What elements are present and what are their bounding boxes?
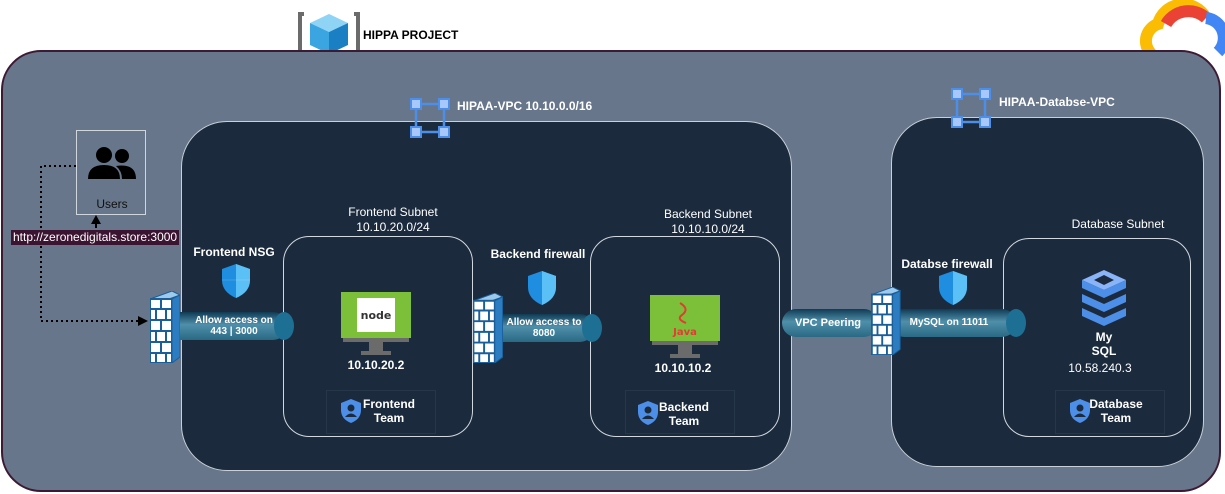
shield-icon	[937, 270, 969, 306]
team-shield-icon	[340, 398, 362, 424]
vpc-main-title: HIPAA-VPC 10.10.0.0/16	[457, 99, 593, 113]
database-ip: 10.58.240.3	[1068, 361, 1132, 375]
frontend-subnet-name: Frontend Subnet	[348, 205, 438, 219]
svg-text:Java: Java	[672, 327, 697, 338]
backend-firewall-pipe-end	[582, 314, 602, 342]
svg-text:node: node	[361, 309, 392, 322]
backend-team-label: Backend Team	[658, 400, 710, 428]
vpc-icon	[410, 98, 450, 138]
node-js-logo: node	[341, 292, 411, 356]
frontend-nsg-pipe	[165, 312, 287, 340]
project-cube-icon	[298, 8, 360, 62]
db-firewall-label: Databse firewall	[901, 257, 993, 271]
frontend-nsg-pipe-end	[274, 312, 294, 340]
firewall-icon	[148, 290, 182, 364]
backend-firewall-label: Backend firewall	[490, 247, 586, 261]
users-url[interactable]: http://zeronedigitals.store:3000	[11, 230, 180, 245]
frontend-subnet-cidr: 10.10.20.0/24	[356, 220, 430, 234]
frontend-nsg-pipe-text: Allow access on 443 | 3000	[195, 315, 273, 337]
db-firewall-pipe-text: MySQL on 11011	[909, 317, 989, 328]
frontend-nsg-label: Frontend NSG	[193, 245, 275, 259]
vpc-peering-pipe	[782, 309, 878, 337]
google-cloud-logo	[1136, 0, 1225, 64]
team-shield-icon	[1069, 398, 1091, 424]
frontend-ip: 10.10.20.2	[347, 358, 405, 372]
connector-lines	[0, 0, 200, 340]
firewall-icon	[472, 292, 504, 364]
db-firewall-pipe	[890, 309, 1016, 337]
project-title: HIPPA PROJECT	[363, 28, 459, 42]
frontend-team-label: Frontend Team	[363, 397, 415, 425]
database-team-label: Database Team	[1089, 397, 1143, 425]
backend-firewall-pipe	[488, 314, 594, 342]
firewall-icon	[870, 286, 902, 356]
database-icon	[1080, 270, 1128, 328]
team-shield-icon	[637, 400, 659, 426]
shield-icon	[526, 270, 558, 306]
db-firewall-pipe-end	[1006, 309, 1026, 337]
database-subnet-name: Database Subnet	[1071, 217, 1165, 231]
java-logo: Java	[650, 295, 720, 359]
database-team: Database Team	[1055, 390, 1165, 434]
users-box[interactable]: Users	[76, 130, 146, 215]
database-name: My SQL	[1091, 330, 1117, 358]
users-icon	[86, 145, 138, 185]
users-label: Users	[96, 197, 128, 211]
backend-firewall-pipe-text: Allow access to 8080	[506, 317, 582, 339]
vpc-database-title: HIPAA-Databse-VPC	[999, 95, 1115, 109]
backend-subnet-name: Backend Subnet	[663, 207, 753, 221]
backend-team: Backend Team	[625, 390, 735, 434]
shield-icon	[220, 263, 252, 299]
frontend-team: Frontend Team	[326, 390, 436, 434]
backend-ip: 10.10.10.2	[654, 361, 712, 375]
vpc-icon	[951, 88, 991, 128]
vpc-peering-label: VPC Peering	[794, 317, 862, 329]
backend-subnet-cidr: 10.10.10.0/24	[671, 222, 745, 236]
